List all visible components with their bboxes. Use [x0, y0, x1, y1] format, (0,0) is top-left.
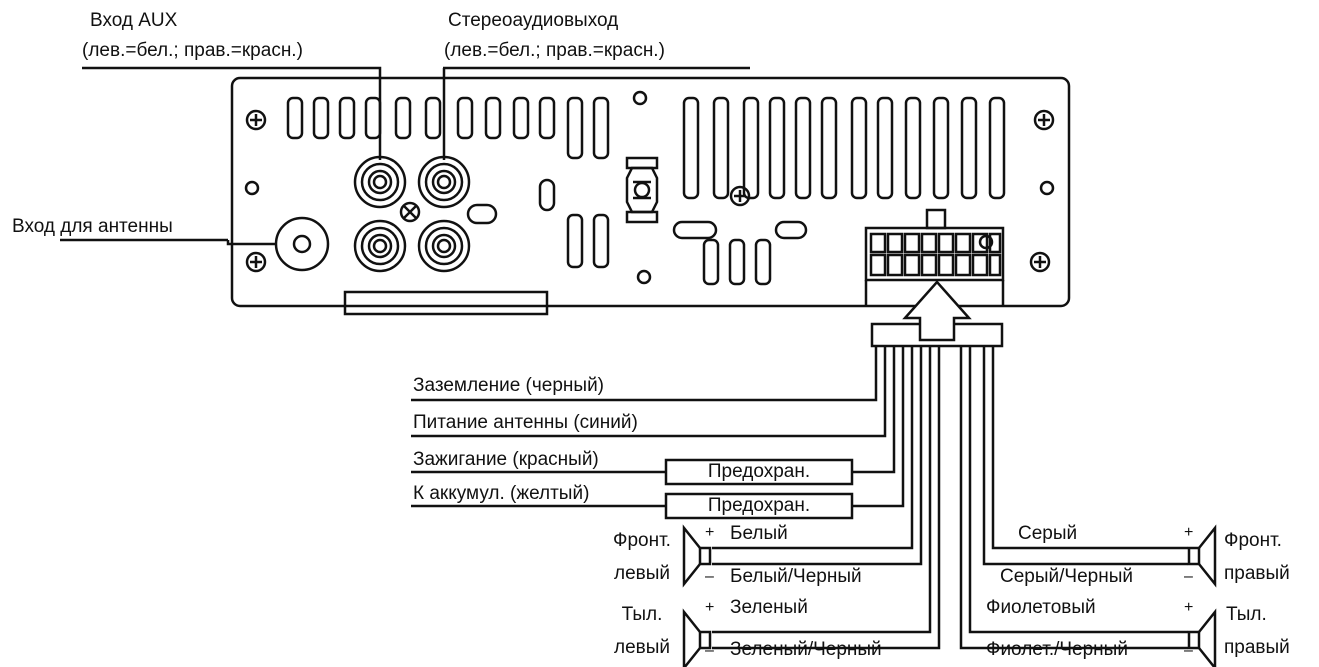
front-left-label-1: Фронт. — [613, 530, 671, 551]
ignition-fuse-label: Предохран. — [707, 461, 811, 482]
stereo-out-right-jack — [417, 219, 471, 273]
plus-sign: + — [705, 524, 715, 541]
antenna-in-label: Вход для антенны — [12, 216, 173, 237]
front-left-minus-wire: Белый/Черный — [730, 566, 862, 587]
plus-sign: + — [1184, 599, 1194, 616]
battery-wire-label: К аккумул. (желтый) — [413, 483, 590, 504]
ignition-wire-label: Зажигание (красный) — [413, 449, 599, 470]
aux-in-right-jack — [353, 219, 407, 273]
aux-in-title: Вход AUX — [90, 10, 178, 31]
antenna-power-wire-label: Питание антенны (синий) — [413, 412, 638, 433]
head-unit-rear-panel — [230, 76, 1071, 308]
stereo-out-left-jack — [417, 155, 471, 209]
screw-icon — [399, 201, 421, 223]
screw-icon — [1033, 109, 1055, 131]
speaker-icon — [682, 524, 712, 588]
plus-sign: + — [705, 599, 715, 616]
screw-icon — [729, 185, 751, 207]
mount-hole — [244, 180, 260, 196]
antenna-socket — [274, 216, 330, 272]
stereo-out-colors: (лев.=бел.; прав.=красн.) — [444, 40, 665, 61]
battery-fuse-label: Предохран. — [707, 495, 811, 516]
front-right-plus-wire: Серый — [1018, 523, 1078, 544]
speaker-icon — [1187, 608, 1217, 667]
mount-hole — [636, 269, 652, 285]
mount-hole — [632, 90, 648, 106]
screw-icon — [1029, 251, 1051, 273]
minus-sign: – — [1184, 568, 1193, 585]
rear-right-plus-wire: Фиолетовый — [986, 597, 1096, 618]
screw-icon — [245, 109, 267, 131]
rear-left-plus-wire: Зеленый — [730, 597, 808, 618]
mount-hole — [1039, 180, 1055, 196]
vent-slots — [286, 96, 1006, 286]
bottom-tab — [343, 290, 549, 316]
front-left-plus-wire: Белый — [730, 523, 788, 544]
ground-wire-label: Заземление (черный) — [413, 375, 605, 396]
minus-sign: – — [1184, 642, 1193, 659]
rear-right-minus-wire: Фиолет./Черный — [986, 639, 1128, 660]
rear-left-label-2: левый — [613, 637, 671, 658]
harness-wires — [411, 346, 1188, 650]
arrow-up-icon — [902, 280, 972, 342]
rear-right-label-1: Тыл. — [1226, 604, 1267, 625]
stereo-out-title: Стереоаудиовыход — [448, 10, 619, 31]
rear-left-label-1: Тыл. — [621, 604, 663, 625]
plus-sign: + — [1184, 524, 1194, 541]
front-right-label-2: правый — [1224, 563, 1290, 584]
speaker-icon — [682, 608, 712, 667]
ground-stud — [625, 156, 659, 224]
minus-sign: – — [705, 568, 714, 585]
front-right-minus-wire: Серый/Черный — [1000, 566, 1133, 587]
rear-left-minus-wire: Зеленый/Черный — [730, 639, 882, 660]
minus-sign: – — [705, 642, 714, 659]
wiring-connector — [864, 208, 1005, 306]
speaker-icon — [1187, 524, 1217, 588]
aux-in-colors: (лев.=бел.; прав.=красн.) — [82, 40, 303, 61]
screw-icon — [245, 251, 267, 273]
aux-in-left-jack — [353, 155, 407, 209]
rear-right-label-2: правый — [1224, 637, 1290, 658]
front-right-label-1: Фронт. — [1224, 530, 1282, 551]
front-left-label-2: левый — [613, 563, 671, 584]
